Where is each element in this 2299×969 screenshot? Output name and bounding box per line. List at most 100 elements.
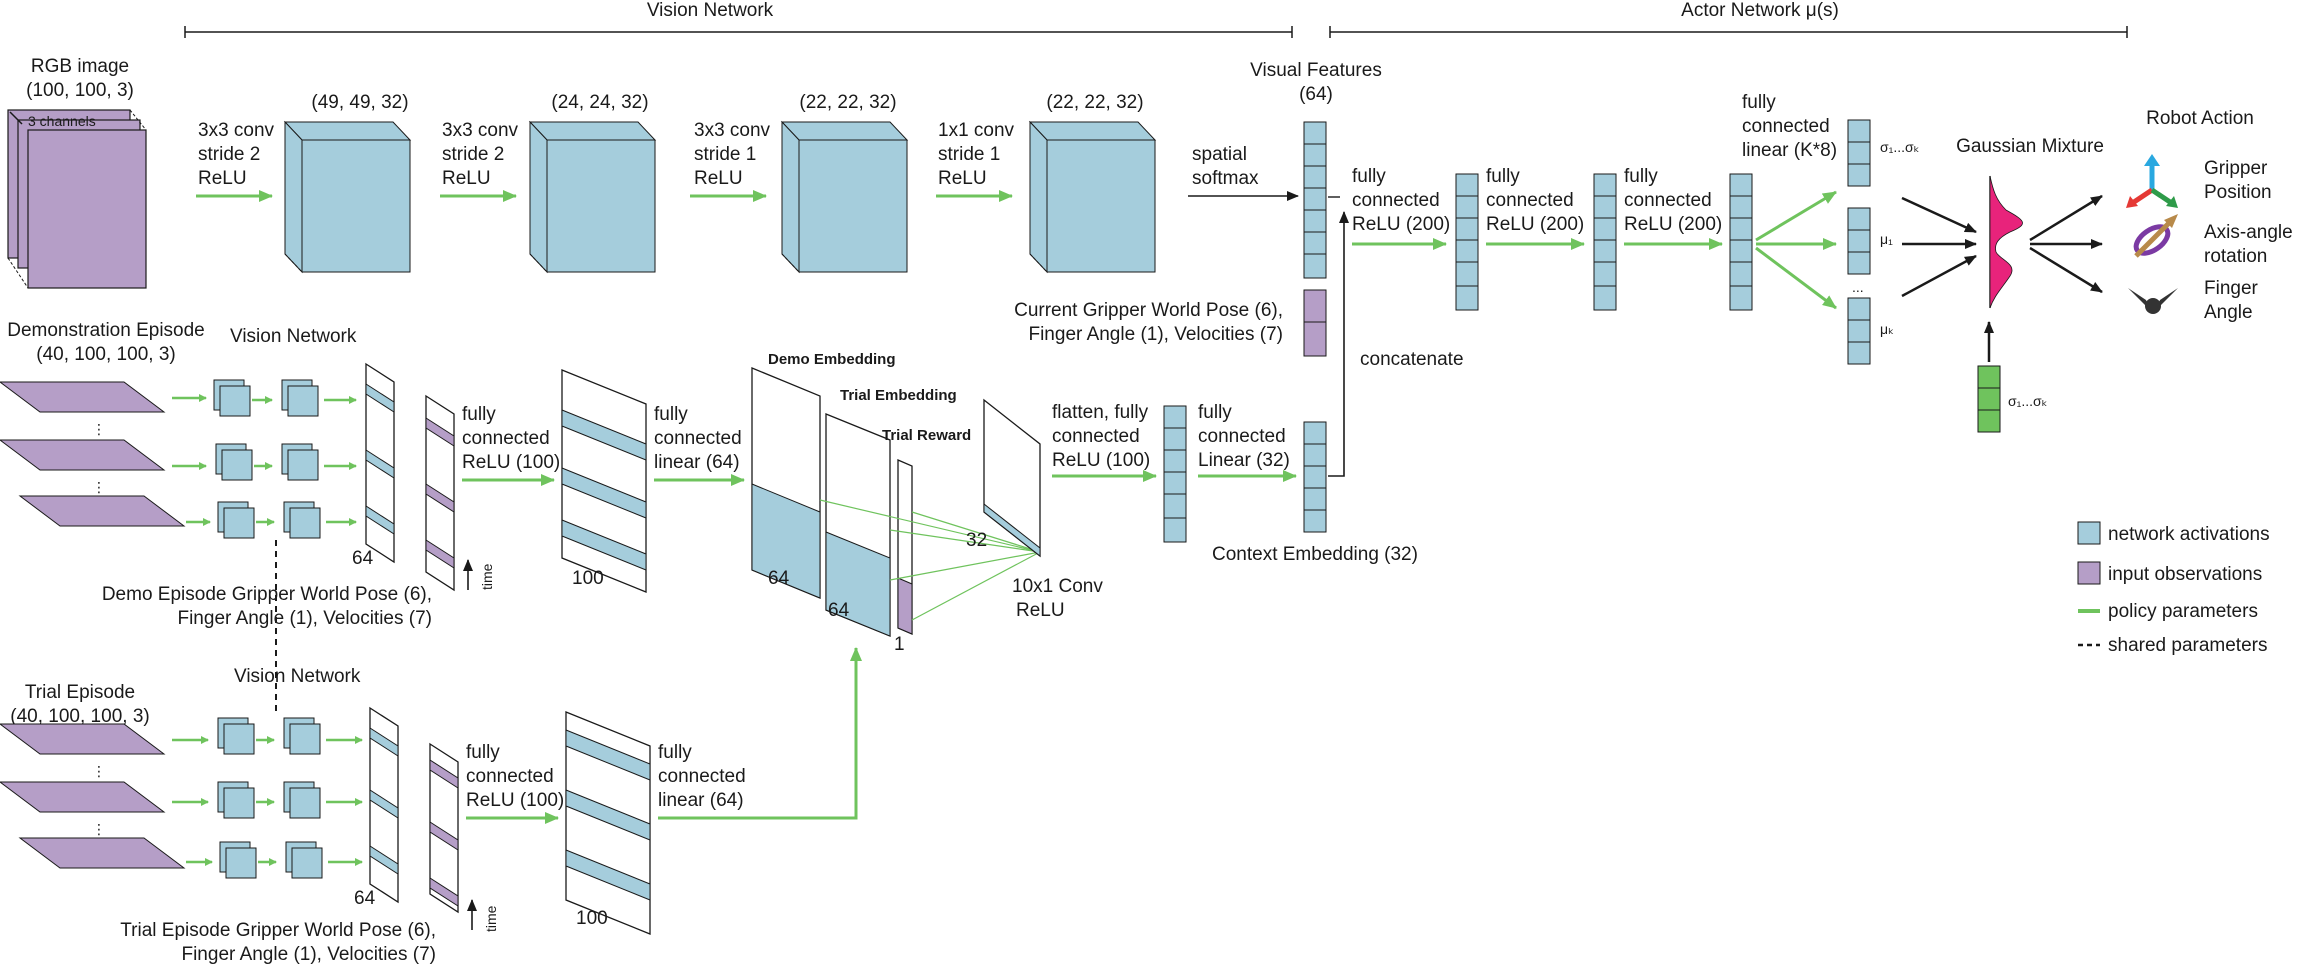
demo-embedding-label: Demo Embedding bbox=[768, 351, 896, 368]
muk-vector: μₖ bbox=[1847, 297, 1894, 365]
svg-text:connected: connected bbox=[1742, 116, 1830, 137]
context-embedding-label: Context Embedding (32) bbox=[1212, 544, 1418, 565]
svg-text:ReLU (100): ReLU (100) bbox=[466, 790, 564, 811]
svg-text:connected: connected bbox=[658, 766, 746, 787]
trial-reward-sheet: 1 bbox=[894, 459, 913, 655]
svg-text:64: 64 bbox=[354, 888, 376, 909]
trial-vision-network-label: Vision Network bbox=[234, 666, 361, 687]
context-embedding-vector bbox=[1303, 421, 1327, 533]
svg-text:stride 2: stride 2 bbox=[442, 144, 504, 165]
demo-feature-sheet: 64 bbox=[352, 362, 395, 569]
svg-text:stride 1: stride 1 bbox=[938, 144, 1000, 165]
svg-text:32: 32 bbox=[966, 530, 987, 551]
feature-map-1: (49, 49, 32) bbox=[283, 92, 412, 274]
svg-text:3 channels: 3 channels bbox=[28, 113, 96, 129]
svg-text:(100, 100, 3): (100, 100, 3) bbox=[26, 80, 134, 101]
demo-hidden-sheet: 100 bbox=[561, 369, 647, 593]
svg-text:fully: fully bbox=[1742, 92, 1776, 113]
svg-text:linear (K*8): linear (K*8) bbox=[1742, 140, 1837, 161]
trial-frame-arrows bbox=[172, 736, 213, 866]
svg-text:Axis-angle: Axis-angle bbox=[2204, 222, 2293, 243]
svg-text:fully: fully bbox=[1198, 402, 1232, 423]
svg-text:time: time bbox=[479, 563, 495, 590]
svg-text:⋮: ⋮ bbox=[92, 479, 106, 495]
svg-text:fully: fully bbox=[462, 404, 496, 425]
svg-text:Finger Angle (1), Velocities (: Finger Angle (1), Velocities (7) bbox=[181, 944, 436, 965]
spatial-softmax-label: spatial softmax bbox=[1192, 144, 1259, 189]
sigma-output-vector: σ₁...σₖ bbox=[1847, 119, 1920, 187]
svg-text:fully: fully bbox=[466, 742, 500, 763]
svg-text:concatenate: concatenate bbox=[1360, 349, 1464, 370]
svg-text:fully: fully bbox=[1352, 166, 1386, 187]
svg-text:Angle: Angle bbox=[2204, 302, 2253, 323]
svg-text:network activations: network activations bbox=[2108, 524, 2270, 545]
svg-text:Position: Position bbox=[2204, 182, 2272, 203]
svg-text:10x1 Conv: 10x1 Conv bbox=[1012, 576, 1103, 597]
svg-text:Gripper: Gripper bbox=[2204, 158, 2268, 179]
svg-text:Demonstration Episode: Demonstration Episode bbox=[7, 320, 205, 341]
robot-action-label: Robot Action bbox=[2146, 108, 2254, 129]
svg-text:ReLU (200): ReLU (200) bbox=[1486, 214, 1584, 235]
svg-text:Demo Episode Gripper World Pos: Demo Episode Gripper World Pose (6), bbox=[102, 584, 432, 605]
trial-fc2-label: fully connected linear (64) bbox=[658, 742, 746, 811]
axis-angle-label: Axis-angle rotation bbox=[2204, 222, 2293, 267]
svg-text:connected: connected bbox=[654, 428, 742, 449]
trial-episode-title: Trial Episode (40, 100, 100, 3) bbox=[10, 682, 149, 727]
svg-text:3x3 conv: 3x3 conv bbox=[198, 120, 275, 141]
demo-frame-arrows bbox=[172, 394, 211, 526]
gaussian-mixture: Gaussian Mixture bbox=[1956, 136, 2104, 309]
svg-text:μₖ: μₖ bbox=[1880, 321, 1894, 337]
svg-text:ReLU (200): ReLU (200) bbox=[1624, 214, 1722, 235]
svg-text:⋮: ⋮ bbox=[92, 821, 106, 837]
legend-policy: policy parameters bbox=[2078, 601, 2258, 622]
svg-text:64: 64 bbox=[352, 548, 374, 569]
svg-text:flatten, fully: flatten, fully bbox=[1052, 402, 1149, 423]
embedding-hidden-vector bbox=[1163, 405, 1187, 543]
trial-pose-sheet bbox=[429, 742, 459, 914]
trial-embedding-label: Trial Embedding bbox=[840, 387, 957, 404]
feature-map-4: (22, 22, 32) bbox=[1028, 92, 1157, 274]
trial-embedding-sheet: 64 bbox=[825, 413, 891, 637]
demo-time-axis: time bbox=[463, 559, 495, 590]
gripper-position-label: Gripper Position bbox=[2204, 158, 2272, 203]
mixture-input-arrows bbox=[1901, 196, 1977, 298]
vision-network-bracket: Vision Network bbox=[184, 0, 1293, 38]
axis-angle-rotation-icon bbox=[2133, 214, 2178, 258]
svg-text:spatial: spatial bbox=[1192, 144, 1247, 165]
demo-frames: ⋮ ⋮ bbox=[0, 381, 186, 527]
actor-fc2-label: fully connected ReLU (200) bbox=[1486, 166, 1584, 235]
svg-text:ReLU (100): ReLU (100) bbox=[462, 452, 560, 473]
svg-text:ReLU: ReLU bbox=[1016, 600, 1065, 621]
finger-angle-label: Finger Angle bbox=[2204, 278, 2259, 323]
svg-text:policy parameters: policy parameters bbox=[2108, 601, 2258, 622]
svg-text:⋮: ⋮ bbox=[92, 763, 106, 779]
svg-text:Gaussian Mixture: Gaussian Mixture bbox=[1956, 136, 2104, 157]
svg-text:connected: connected bbox=[1198, 426, 1286, 447]
svg-text:Trial Episode Gripper World Po: Trial Episode Gripper World Pose (6), bbox=[120, 920, 436, 941]
svg-text:σ₁...σₖ: σ₁...σₖ bbox=[1880, 139, 1920, 155]
svg-text:1: 1 bbox=[894, 634, 905, 655]
svg-text:RGB image: RGB image bbox=[31, 56, 129, 77]
svg-text:fully: fully bbox=[1624, 166, 1658, 187]
trial-reward-label: Trial Reward bbox=[882, 427, 971, 444]
actor-network-header: Actor Network μ(s) bbox=[1681, 0, 1839, 21]
actor-fc-out-label: fully connected linear (K*8) bbox=[1742, 92, 1837, 161]
rgb-image-input: RGB image (100, 100, 3) 3 channels bbox=[7, 56, 147, 289]
conv1d-lines bbox=[819, 499, 1041, 621]
svg-text:connected: connected bbox=[1624, 190, 1712, 211]
svg-text:3x3 conv: 3x3 conv bbox=[442, 120, 519, 141]
svg-text:⋮: ⋮ bbox=[92, 421, 106, 437]
demo-episode-title: Demonstration Episode (40, 100, 100, 3) bbox=[7, 320, 205, 365]
legend: network activations input observations p… bbox=[2077, 521, 2270, 656]
flatten-label: flatten, fully connected ReLU (100) bbox=[1052, 402, 1150, 471]
actor-fc3-label: fully connected ReLU (200) bbox=[1624, 166, 1722, 235]
svg-text:Linear (32): Linear (32) bbox=[1198, 450, 1290, 471]
trial-pose-label: Trial Episode Gripper World Pose (6), Fi… bbox=[120, 920, 436, 965]
svg-text:stride 1: stride 1 bbox=[694, 144, 756, 165]
svg-text:time: time bbox=[483, 905, 499, 932]
feature-map-2: (24, 24, 32) bbox=[528, 92, 657, 274]
actor-hidden-1 bbox=[1455, 173, 1479, 311]
trial-fc2-arrow bbox=[658, 647, 862, 820]
actor-hidden-2 bbox=[1593, 173, 1617, 311]
